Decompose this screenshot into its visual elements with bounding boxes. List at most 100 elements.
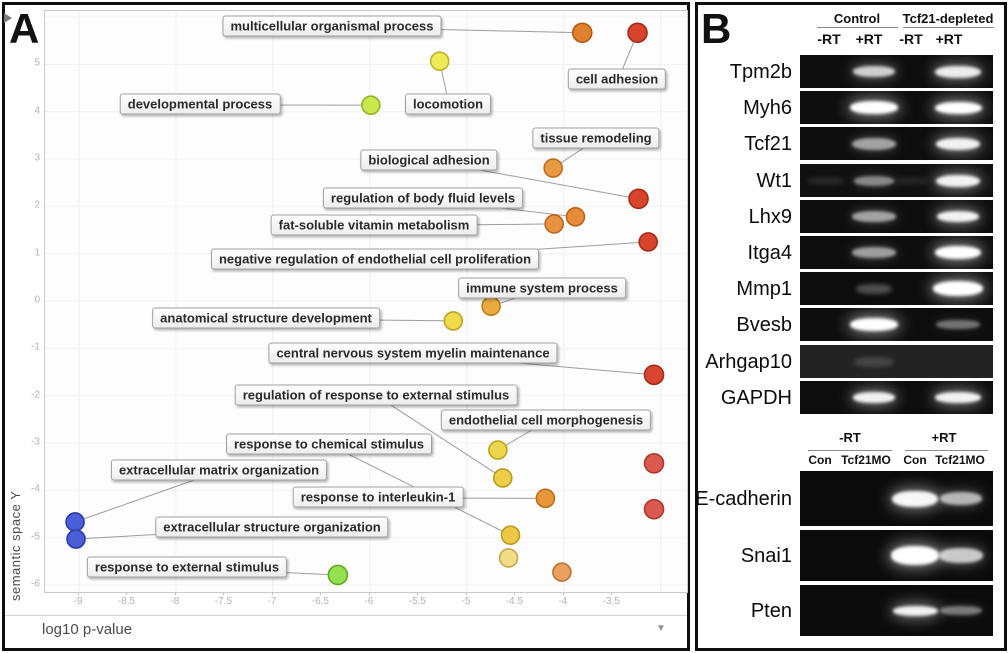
gel-band (852, 211, 896, 222)
x-axis-tick-mark (611, 592, 613, 595)
data-point (638, 232, 659, 252)
gel-strip (800, 530, 993, 581)
gel-strip (800, 585, 993, 636)
data-point (571, 22, 593, 44)
gel-strip (800, 381, 993, 414)
gene-label: Mmp1 (736, 277, 792, 300)
go-term-label: response to external stimulus (86, 556, 288, 578)
x-axis-tick-mark (465, 592, 467, 595)
gel-band (853, 392, 895, 403)
data-point (66, 529, 86, 549)
gel-group-underline (903, 27, 994, 28)
gel-strip (800, 164, 993, 197)
go-term-label: negative regulation of endothelial cell … (210, 248, 540, 270)
y-axis-tick-label: 3 (34, 152, 40, 164)
gel-band (852, 247, 896, 258)
x-axis-tick-mark (126, 592, 128, 595)
gel-band (935, 65, 981, 78)
gel-group-underline (817, 27, 898, 28)
x-axis-tick-mark (562, 592, 564, 595)
data-point (443, 311, 464, 331)
x-axis-tick-mark (320, 592, 322, 595)
gel-lane-header: +RT (935, 31, 963, 47)
go-term-label: multicellular organismal process (222, 15, 442, 37)
label-leader-line (376, 395, 504, 479)
x-axis-tick-mark (417, 592, 419, 595)
gene-label: Bvesb (736, 313, 792, 336)
go-term-label: regulation of body fluid levels (322, 187, 524, 209)
go-term-label: response to interleukin-1 (292, 486, 464, 508)
y-axis-tick-label: -2 (31, 389, 40, 401)
data-point (361, 95, 381, 115)
gel-band (935, 246, 981, 259)
x-axis-tick-label: -8 (170, 596, 180, 607)
go-term-label: anatomical structure development (152, 307, 380, 329)
x-axis-tick-mark (368, 592, 370, 595)
gel-strip (800, 236, 993, 269)
gel-band (940, 606, 982, 615)
go-term-label: response to chemical stimulus (225, 433, 433, 455)
gel-band (854, 356, 894, 367)
gel-strip (800, 127, 993, 160)
gel-lane-header: Tcf21MO (841, 453, 891, 467)
gel-strip (800, 471, 993, 526)
gel-band (854, 175, 894, 186)
y-axis-tick-label: 0 (34, 294, 40, 306)
x-axis-tick-label: -4 (558, 596, 568, 607)
x-axis-tick-label: -4.5 (505, 596, 523, 607)
x-axis-tick-mark (77, 592, 79, 595)
go-term-label: developmental process (119, 93, 281, 115)
gene-label: Itga4 (747, 241, 792, 264)
gel-band (935, 392, 981, 403)
gel-strip (800, 272, 993, 305)
gene-label: Tcf21 (744, 132, 792, 155)
data-point (535, 488, 556, 509)
gel-band (856, 283, 892, 294)
x-axis-tick-mark (514, 592, 516, 595)
panel-a-letter: A (9, 5, 40, 52)
go-term-label: regulation of response to external stimu… (234, 384, 518, 406)
gel-band (852, 137, 896, 150)
x-axis-tick-label: -5 (461, 596, 471, 607)
axis-footer-divider (5, 615, 687, 616)
gel-band (937, 211, 979, 222)
gel-strip (800, 308, 993, 341)
x-axis-tick-label: -8.5 (117, 596, 136, 607)
gel-band (892, 605, 938, 616)
gel-band (807, 176, 845, 185)
data-point (643, 498, 665, 520)
gel-band (940, 492, 982, 505)
go-term-label: locomotion (404, 93, 492, 115)
gel-band (892, 490, 938, 507)
gel-strip (800, 91, 993, 124)
gel-band (892, 176, 928, 185)
gel-group-underline (905, 450, 988, 451)
data-point (498, 548, 519, 568)
go-term-label: immune system process (458, 277, 626, 299)
gel-band (850, 318, 898, 331)
go-term-label: fat-soluble vitamin metabolism (270, 214, 478, 236)
x-axis-tick-label: -7 (267, 596, 277, 607)
dropdown-arrow-icon: ▼ (656, 623, 666, 634)
gel-lane-header: Tcf21MO (935, 453, 985, 467)
data-point (565, 207, 586, 227)
gel-lane-header: Con (808, 453, 832, 467)
gel-strip (800, 345, 993, 378)
data-point (429, 51, 450, 71)
gel-band (891, 546, 939, 565)
gel-group-header: +RT (931, 430, 957, 445)
gene-label: E-cadherin (695, 487, 792, 510)
y-axis-tick-label: -6 (31, 578, 40, 590)
left-arrow-icon (4, 13, 12, 23)
go-term-label: extracellular matrix organization (110, 459, 328, 481)
gel-band (936, 174, 980, 187)
gel-group-header: Tcf21-depleted (902, 11, 994, 26)
go-term-label: tissue remodeling (532, 127, 660, 149)
go-term-label: central nervous system myelin maintenanc… (268, 342, 558, 364)
data-point (552, 562, 572, 582)
gel-lane-header: +RT (855, 31, 883, 47)
go-term-label: biological adhesion (360, 149, 498, 171)
data-point (643, 453, 665, 474)
data-point (488, 440, 508, 460)
x-axis-tick-label: -7.5 (214, 596, 233, 607)
